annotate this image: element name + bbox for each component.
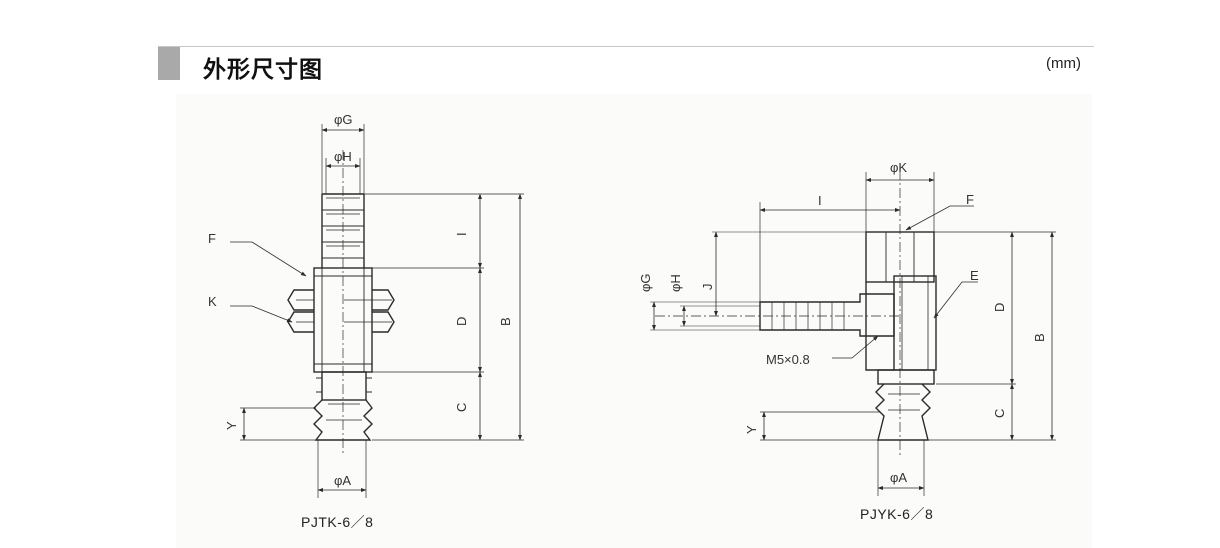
right-label-j: J	[700, 284, 715, 291]
left-label-y: Y	[224, 421, 239, 430]
left-label-i: I	[454, 232, 469, 236]
left-label-phi-h: φH	[334, 149, 352, 164]
right-drawing	[650, 170, 1056, 496]
right-label-e: E	[970, 268, 979, 283]
unit-label: (mm)	[1046, 55, 1081, 72]
right-label-d: D	[992, 303, 1007, 312]
right-label-y: Y	[744, 425, 759, 434]
left-label-phi-g: φG	[334, 112, 353, 127]
header-rule	[158, 46, 1094, 47]
left-label-c: C	[454, 403, 469, 412]
right-label-phi-k: φK	[890, 160, 907, 175]
left-drawing	[230, 124, 524, 498]
right-label-b: B	[1032, 333, 1047, 342]
left-figure-caption: PJTK-6／8	[301, 514, 374, 530]
header-marker	[158, 47, 180, 80]
right-label-phi-h: φH	[668, 274, 683, 292]
left-label-d: D	[454, 317, 469, 326]
right-label-phi-a: φA	[890, 470, 907, 485]
right-label-thread: M5×0.8	[766, 352, 810, 367]
left-label-phi-a: φA	[334, 473, 351, 488]
right-label-i: I	[818, 193, 822, 208]
left-label-f: F	[208, 231, 216, 246]
figure-panel	[176, 94, 1092, 548]
right-label-f: F	[966, 192, 974, 207]
left-label-b: B	[498, 317, 513, 326]
right-label-c: C	[992, 409, 1007, 418]
left-label-k: K	[208, 294, 217, 309]
right-figure-caption: PJYK-6／8	[860, 506, 934, 522]
right-label-phi-g: φG	[638, 273, 653, 292]
page-title: 外形尺寸图	[203, 57, 323, 83]
